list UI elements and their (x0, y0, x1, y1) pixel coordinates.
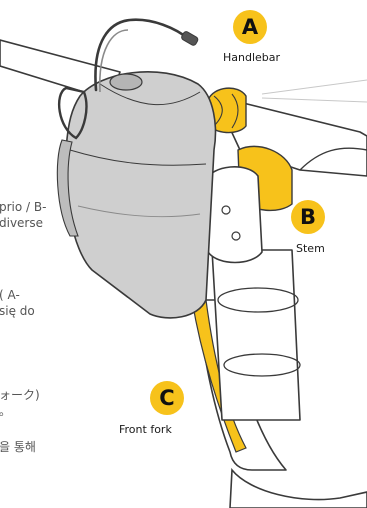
clipped-text-line-1: prio / B- (0, 200, 46, 215)
clipped-text-line-4: się do (0, 304, 35, 319)
clipped-text-line-7: 을 통해 (0, 440, 36, 455)
marker-c: C (150, 381, 184, 415)
marker-a: A (233, 10, 267, 44)
label-stem: Stem (296, 242, 325, 255)
clipped-text-line-5: ォーク) (0, 388, 40, 403)
head-tube (212, 250, 300, 420)
clipped-text-line-2: diverse (0, 216, 43, 231)
marker-b: B (291, 200, 325, 234)
clipped-text-line-6: 。 (0, 404, 11, 419)
label-front-fork: Front fork (119, 423, 172, 436)
bag-drawcord-top (110, 74, 142, 90)
clipped-text-line-3: ( A- (0, 288, 20, 303)
stem-bag (65, 72, 215, 318)
label-handlebar: Handlebar (223, 51, 280, 64)
